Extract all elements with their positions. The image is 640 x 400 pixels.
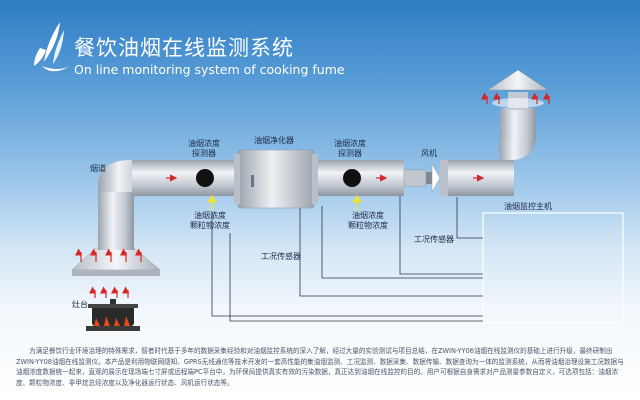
label-monitoring-host: 油烟监控主机 [504,202,552,211]
signal-lines [211,190,624,324]
label-fan: 风机 [421,149,437,158]
flow-arrows [75,92,551,298]
right-riser-pipe [500,108,536,138]
label-sensor-2: 工况传感器 [414,235,454,244]
fume-purifier [234,149,318,209]
description-text: 为满足餐饮行业环境治理的特殊需求，智者时代基于多年的数据采集经验和对油烟监控系统… [16,347,624,387]
page-subtitle: On line monitoring system of cooking fum… [74,62,345,77]
monitoring-host-frame [482,212,624,324]
label-purifier: 油烟净化器 [254,136,294,145]
fan [403,160,448,196]
indicator-arrows [206,194,363,210]
page-title: 餐饮油烟在线监测系统 [74,36,294,60]
company-logo [34,22,70,72]
label-probe-left: 油烟浓度 探测器 [188,139,220,158]
chimney-cap [487,69,549,110]
range-hood [71,247,161,276]
duct-segment-1 [132,160,244,196]
label-particle-left: 油烟浓度 颗粒物浓度 [190,211,230,230]
label-stove: 灶台 [72,300,88,309]
left-riser-pipe [98,190,134,250]
label-flue: 烟道 [90,164,106,173]
label-sensor-1: 工况传感器 [261,252,301,261]
stove-pot [86,299,140,331]
probe-left-icon [196,169,214,187]
label-particle-right: 油烟浓度 颗粒物浓度 [348,211,388,230]
probe-right-icon [343,169,361,187]
label-probe-right: 油烟浓度 探测器 [334,139,366,158]
